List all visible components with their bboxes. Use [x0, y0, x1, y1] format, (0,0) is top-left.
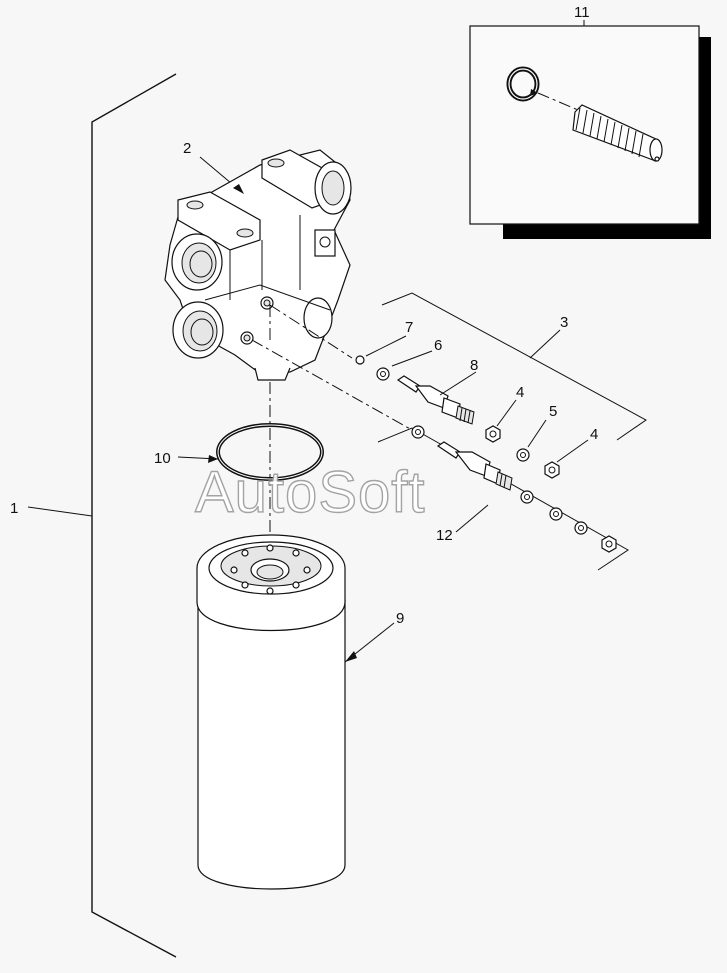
label-10: 10 [154, 450, 171, 467]
pressure-switch-lower [436, 441, 513, 491]
label-7: 7 [405, 319, 413, 336]
centerlines [251, 304, 413, 548]
callout-labels: 1 2 3 4 4 5 6 7 8 9 10 11 12 [10, 4, 598, 627]
upper-switch-parts [355, 335, 589, 479]
pressure-switch-upper [396, 371, 477, 425]
bracket-12 [377, 427, 629, 571]
label-2: 2 [183, 140, 191, 157]
inset-box-strainer [469, 20, 711, 239]
filter-head [164, 149, 352, 381]
label-9: 9 [396, 610, 404, 627]
label-6: 6 [434, 337, 442, 354]
seal-ring [177, 423, 324, 481]
bracket-3 [381, 292, 647, 441]
watermark: AutoSoft [195, 460, 425, 525]
label-8: 8 [470, 357, 478, 374]
strainer-spring [572, 104, 663, 162]
label-11: 11 [574, 4, 590, 21]
label-4b: 4 [590, 426, 598, 443]
lower-switch-parts [411, 425, 617, 553]
filter-cartridge [196, 534, 395, 890]
label-3: 3 [560, 314, 568, 331]
label-1: 1 [10, 500, 18, 517]
assembly-bracket [27, 73, 177, 958]
label-4a: 4 [516, 384, 524, 401]
leader-arrows [208, 89, 538, 463]
label-5: 5 [549, 403, 557, 420]
label-12: 12 [436, 527, 453, 544]
